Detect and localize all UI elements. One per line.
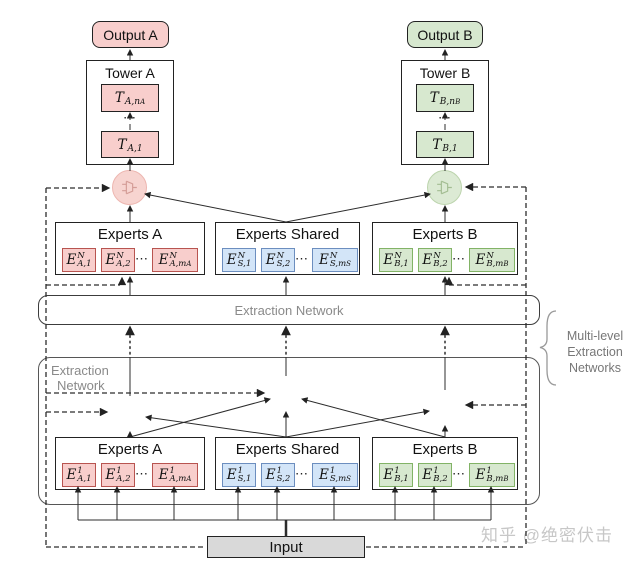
experts-group-title: Experts A [97, 226, 163, 243]
experts-group-title: Experts B [412, 441, 478, 458]
ellipsis: ⋯ [295, 251, 308, 266]
experts-group-title: Experts Shared [235, 226, 340, 243]
experts-group-title: Experts A [97, 441, 163, 458]
extraction-network-box-label: Extraction Network [51, 363, 109, 393]
ellipsis: ⋯ [438, 110, 452, 125]
tower-b-title: Tower B [419, 65, 471, 81]
brace-icon [539, 310, 557, 386]
ellipsis: ⋯ [135, 466, 148, 481]
ellipsis: ⋯ [135, 251, 148, 266]
ellipsis: ⋯ [452, 251, 465, 266]
extraction-network-band-label: Extraction Network [234, 302, 344, 318]
output-a-node: Output A [92, 21, 169, 48]
ellipsis: ⋯ [452, 466, 465, 481]
multi-level-line1: Multi-level [566, 329, 624, 343]
multi-level-line3: Networks [568, 361, 622, 375]
extraction-box-label-line1: Extraction [51, 363, 109, 378]
selector-icon [437, 180, 452, 195]
watermark: 知乎 @绝密伏击 [481, 526, 613, 545]
tower-a-title: Tower A [105, 65, 155, 81]
extraction-box-label-line2: Network [57, 378, 105, 393]
input-node: Input [207, 536, 365, 558]
output-b-node: Output B [407, 21, 483, 48]
multi-level-line2: Extraction [567, 345, 623, 359]
ellipsis: ⋯ [123, 110, 137, 125]
experts-group-title: Experts Shared [235, 441, 340, 458]
experts-group-title: Experts B [412, 226, 478, 243]
extraction-network-band: Extraction Network [38, 295, 540, 325]
ellipsis: ⋯ [295, 466, 308, 481]
gate-task-a-upper [112, 170, 147, 205]
multi-level-label: Multi-level Extraction Networks [559, 328, 631, 376]
gate-task-b-upper [427, 170, 462, 205]
selector-icon [122, 180, 137, 195]
